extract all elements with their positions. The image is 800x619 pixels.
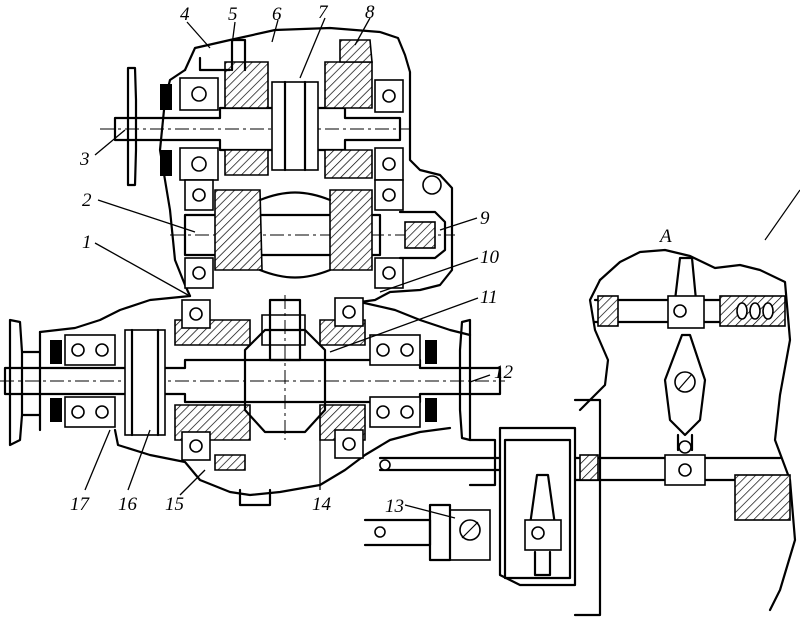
label-9: 9 (480, 208, 490, 229)
label-15: 15 (165, 494, 184, 515)
view-label-a: A (658, 226, 672, 247)
label-10: 10 (480, 247, 500, 268)
label-13: 13 (385, 496, 404, 517)
label-17: 17 (70, 494, 91, 515)
label-4: 4 (180, 4, 190, 25)
label-12: 12 (494, 362, 514, 383)
input-shaft-assembly (100, 38, 410, 181)
label-1: 1 (82, 232, 92, 253)
label-5: 5 (228, 4, 238, 25)
label-2: 2 (82, 190, 92, 211)
label-3: 3 (79, 149, 90, 170)
output-axle-assembly (0, 295, 505, 507)
intermediate-shaft-assembly (170, 175, 455, 289)
view-a-shift-mechanism (363, 189, 800, 617)
label-14: 14 (312, 494, 332, 515)
label-7: 7 (318, 2, 329, 23)
label-11: 11 (480, 287, 498, 308)
leader-lines (84, 17, 491, 519)
label-8: 8 (365, 2, 375, 23)
label-16: 16 (118, 494, 138, 515)
label-6: 6 (272, 4, 282, 25)
